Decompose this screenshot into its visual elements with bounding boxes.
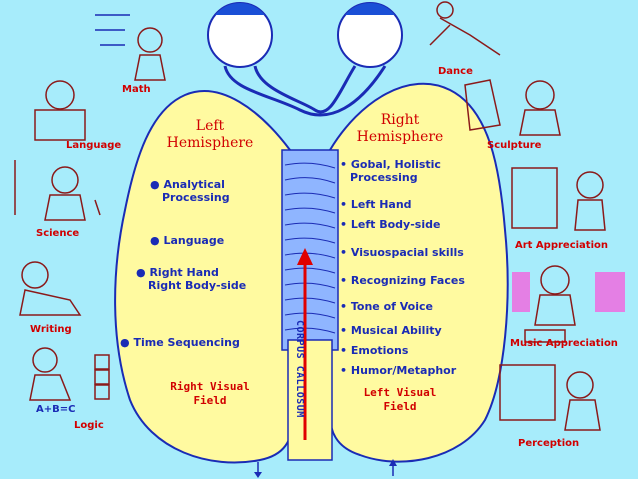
right-item-left-hand: • Left Hand [340, 198, 412, 211]
right-item-global: • Gobal, Holistic Processing [340, 158, 441, 184]
left-title-line1: Left [195, 118, 225, 134]
sculpture-figure [464, 79, 561, 136]
right-item-emotions: • Emotions [340, 344, 409, 357]
right-item-musical: • Musical Ability [340, 324, 442, 337]
left-item-time-sequencing: ● Time Sequencing [120, 336, 240, 349]
right-title-line2: Hemisphere [356, 129, 444, 145]
brain-stem [287, 339, 333, 461]
corpus-callosum-label: CORPUS CALLOSUM [294, 320, 305, 418]
corpus-callosum-label-box: CORPUS CALLOSUM [290, 320, 312, 450]
right-item-left-body: • Left Body-side [340, 218, 441, 231]
left-item-language: ● Language [150, 234, 225, 247]
right-item-faces: • Recognizing Faces [340, 274, 465, 287]
logic-formula: A+B=C [36, 404, 76, 415]
right-item-visuospacial: • Visuospacial skills [340, 246, 464, 259]
label-language: Language [66, 140, 122, 151]
left-visual-field-label: Left Visual Field [363, 386, 437, 413]
perception-figure [499, 364, 601, 431]
math-figure [95, 14, 166, 81]
left-hemisphere-shape [114, 90, 295, 464]
label-science: Science [36, 228, 80, 239]
writing-figure [19, 261, 82, 316]
right-visual-field-label: Right Visual Field [170, 380, 250, 407]
music-speaker-right [595, 272, 625, 312]
left-title-line2: Hemisphere [166, 135, 254, 151]
logic-figure [29, 347, 110, 401]
left-hemisphere-title: Left Hemisphere [160, 118, 260, 152]
optic-nerves [223, 65, 387, 117]
label-logic: Logic [74, 420, 104, 431]
right-hemisphere-shape [329, 82, 509, 463]
left-item-analytical: ● Analytical Processing [150, 178, 230, 204]
label-math: Math [122, 84, 151, 95]
art-figure [511, 167, 606, 231]
right-item-tone: • Tone of Voice [340, 300, 433, 313]
label-perception: Perception [518, 438, 580, 449]
label-dance: Dance [438, 66, 473, 77]
label-art-appreciation: Art Appreciation [515, 240, 609, 251]
music-figure [524, 265, 576, 343]
label-music-appreciation: Music Appreciation [510, 338, 618, 349]
right-title-line1: Right [380, 112, 420, 128]
right-item-humor: • Humor/Metaphor [340, 364, 457, 377]
label-writing: Writing [30, 324, 72, 335]
language-figure [34, 80, 86, 141]
dance-figure [429, 1, 501, 56]
right-hemisphere-title: Right Hemisphere [350, 112, 450, 146]
left-item-right-hand: ● Right Hand Right Body-side [136, 266, 247, 292]
science-figure [14, 160, 101, 221]
music-speaker-left [512, 272, 530, 312]
label-sculpture: Sculpture [487, 140, 542, 151]
